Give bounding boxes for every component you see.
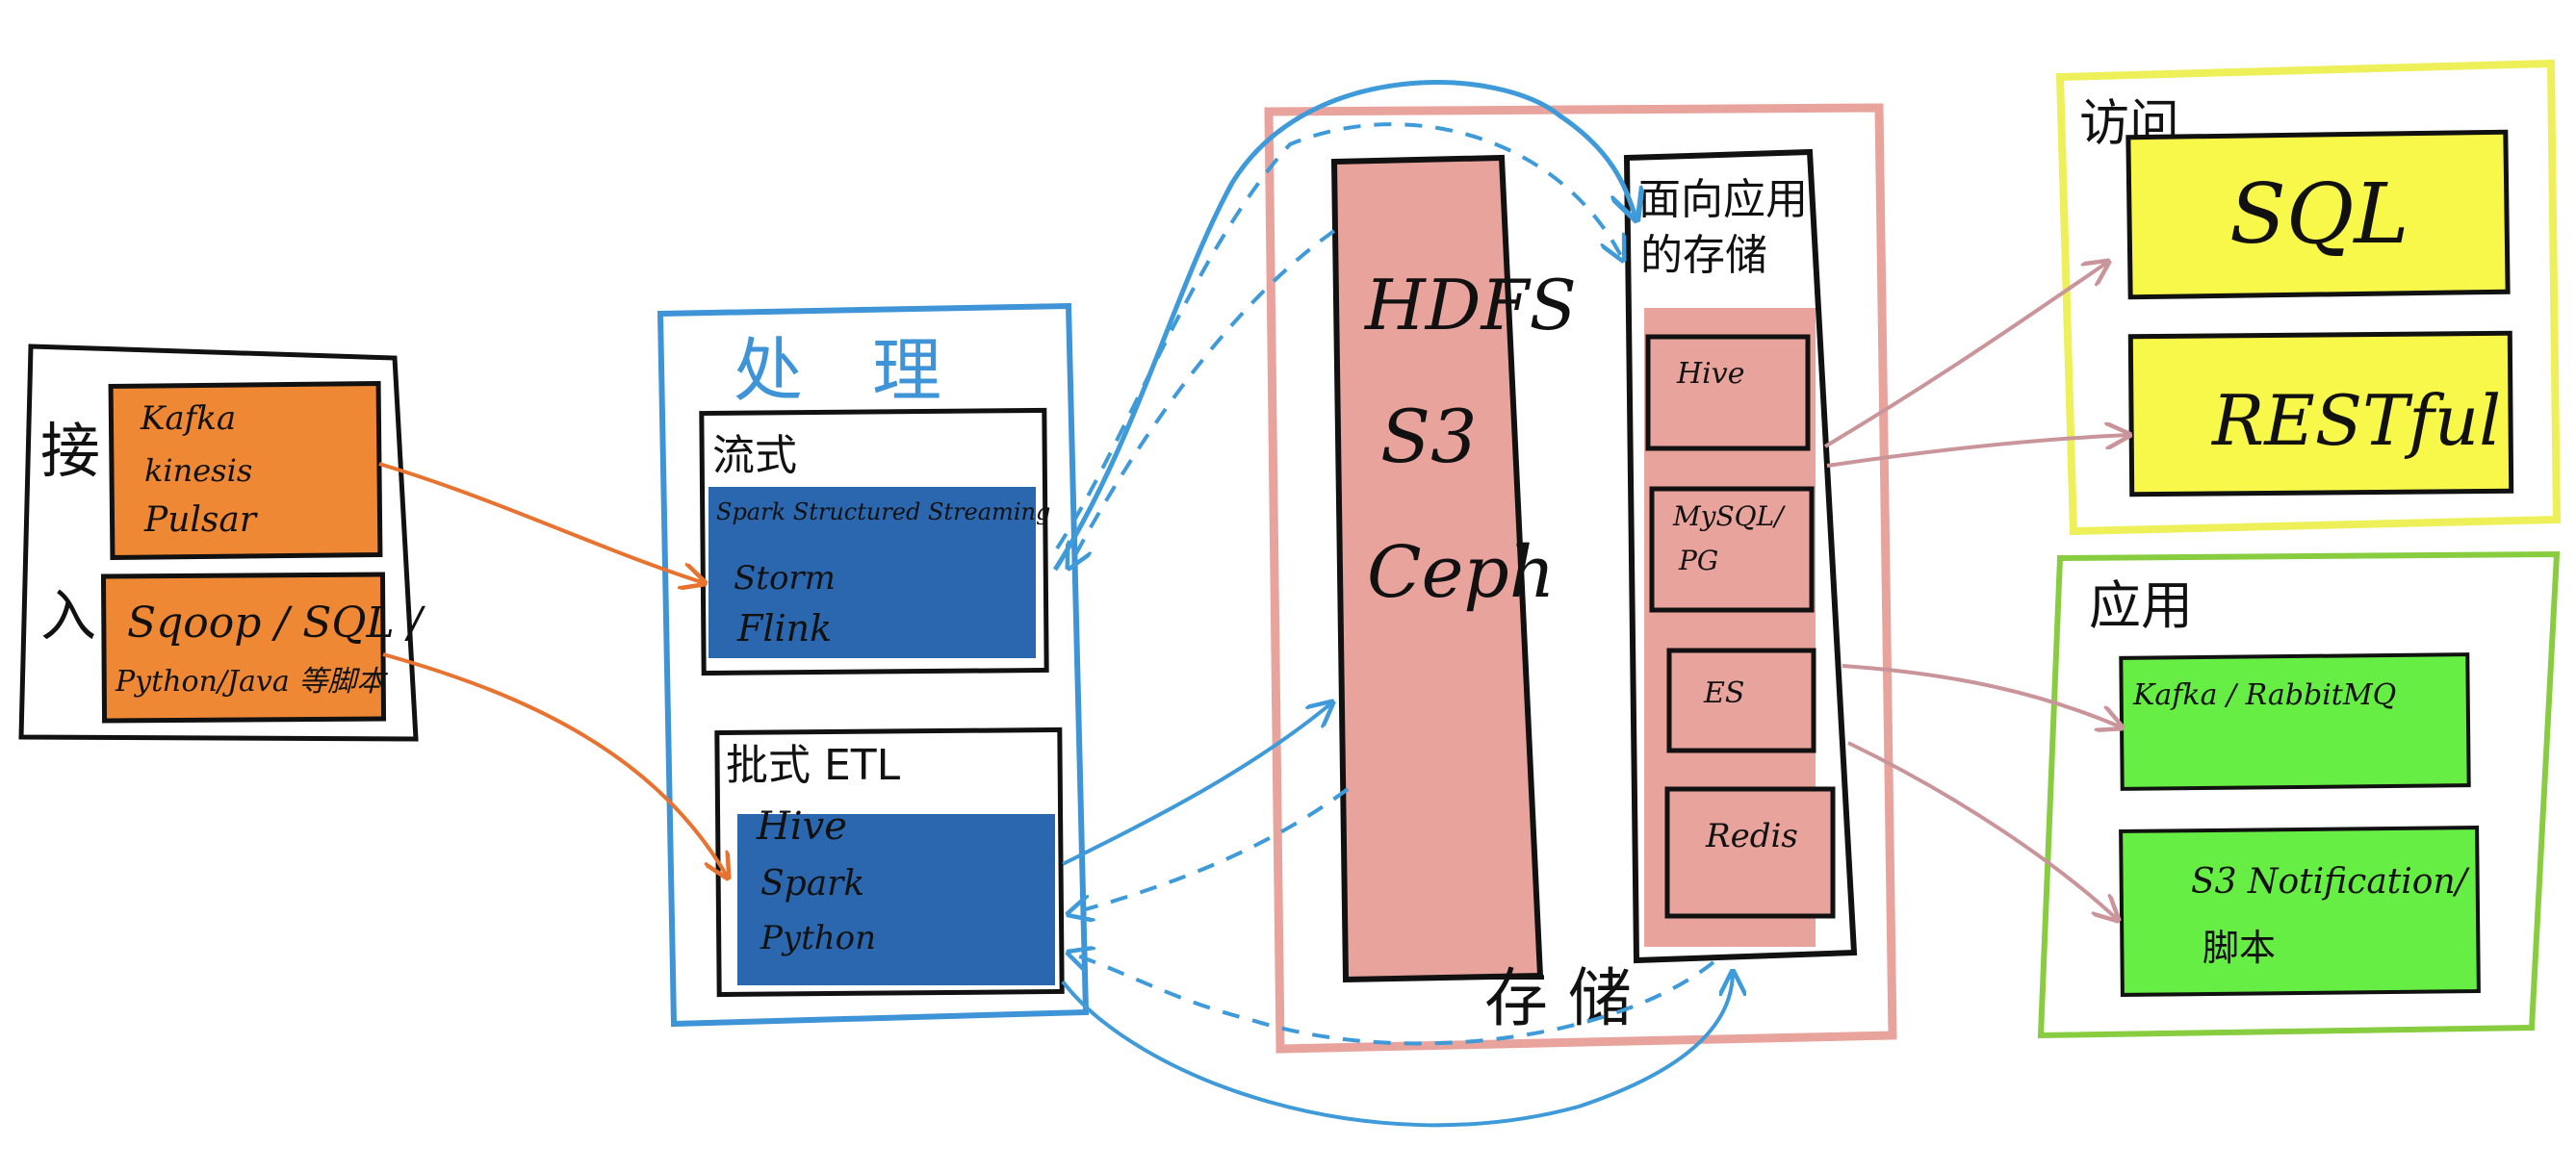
arrow-lake-to-batch-dashed bbox=[1069, 787, 1350, 914]
process-stream-item-spark: Spark Structured Streaming bbox=[716, 498, 1050, 525]
access-restful: RESTful bbox=[2210, 380, 2501, 461]
arrow-es-to-mq bbox=[1842, 664, 2122, 727]
arrow-app-storage-to-batch-dashed bbox=[1069, 953, 1715, 1046]
arrow-es-to-notification bbox=[1847, 741, 2118, 920]
ingest-stream-kinesis: kinesis bbox=[144, 452, 252, 489]
access-outer-box bbox=[2055, 59, 2562, 536]
storage-app-redis-box bbox=[1664, 786, 1836, 919]
application-section: 应用 Kafka / RabbitMQ S3 Notification/ 脚本 bbox=[2037, 550, 2561, 1039]
application-notify: S3 Notification/ bbox=[2191, 862, 2471, 902]
storage-lake-ceph: Ceph bbox=[1367, 531, 1555, 614]
storage-app-es: ES bbox=[1703, 676, 1744, 710]
process-stream-label: 流式 bbox=[712, 431, 797, 480]
storage-section: HDFS S3 Ceph 面向应用 的存储 Hive MySQL/ PG ES … bbox=[1264, 103, 1897, 1054]
arrow-batch-to-app-storage bbox=[1061, 972, 1733, 1128]
arrow-streams-to-stream-processing bbox=[378, 462, 705, 583]
access-sql: SQL bbox=[2229, 166, 2409, 263]
storage-app-es-box bbox=[1666, 648, 1816, 753]
arrow-stream-to-app-storage-dashed bbox=[1055, 122, 1623, 550]
access-restful-box bbox=[2127, 330, 2514, 497]
ingest-stream-pulsar: Pulsar bbox=[143, 500, 258, 540]
storage-lake-s3: S3 bbox=[1380, 394, 1477, 479]
storage-lake-hdfs: HDFS bbox=[1363, 265, 1577, 345]
arrow-batch-to-lake bbox=[1062, 702, 1332, 866]
application-outer-box bbox=[2037, 550, 2561, 1039]
storage-app-redis: Redis bbox=[1705, 817, 1798, 855]
storage-app-mysql: MySQL/ bbox=[1672, 500, 1786, 532]
application-mq: Kafka / RabbitMQ bbox=[2132, 678, 2396, 712]
process-batch-item-spark: Spark bbox=[760, 864, 864, 904]
arrow-hive-to-sql bbox=[1823, 262, 2108, 448]
storage-lake-box bbox=[1330, 154, 1544, 983]
process-stream-fill bbox=[708, 487, 1036, 658]
storage-app-title-line2: 的存储 bbox=[1640, 231, 1767, 280]
ingest-batch-line2: Python/Java 等脚本 bbox=[115, 665, 388, 699]
ingest-streams-box bbox=[108, 381, 383, 560]
arrow-lake-to-stream-dashed bbox=[1069, 229, 1336, 568]
storage-app-hive: Hive bbox=[1676, 357, 1744, 391]
ingest-batch-line1: Sqoop / SQL / bbox=[127, 599, 426, 648]
ingest-outer-box bbox=[18, 344, 419, 742]
process-batch-fill bbox=[737, 814, 1055, 985]
storage-title: 存 储 bbox=[1484, 961, 1632, 1035]
process-stream-item-storm: Storm bbox=[734, 559, 836, 598]
process-batch-item-hive: Hive bbox=[756, 804, 847, 849]
storage-app-mysql-box bbox=[1649, 486, 1815, 613]
ingest-batch-box bbox=[100, 572, 387, 724]
access-sql-box bbox=[2125, 129, 2511, 300]
ingest-label-bottom: 入 bbox=[40, 583, 96, 649]
process-batch-item-python: Python bbox=[760, 919, 876, 957]
ingest-section: 接 入 Kafka kinesis Pulsar Sqoop / SQL / P… bbox=[18, 344, 426, 742]
process-title: 处 理 bbox=[734, 330, 941, 411]
process-batch-label: 批式 ETL bbox=[726, 741, 901, 790]
application-notify-box bbox=[2119, 826, 2481, 997]
storage-app-pg: PG bbox=[1678, 545, 1718, 576]
storage-app-title-line1: 面向应用 bbox=[1638, 175, 1808, 224]
application-title: 应用 bbox=[2089, 575, 2193, 636]
storage-app-hive-box bbox=[1645, 334, 1811, 451]
ingest-stream-kafka: Kafka bbox=[140, 399, 236, 438]
arrows bbox=[378, 80, 2129, 1128]
process-stream-item-flink: Flink bbox=[736, 607, 832, 650]
application-mq-box bbox=[2119, 652, 2471, 791]
arrow-hive-to-restful bbox=[1826, 435, 2129, 468]
process-section: 处 理 流式 Spark Structured Streaming Storm … bbox=[657, 302, 1090, 1028]
application-script: 脚本 bbox=[2202, 927, 2276, 969]
storage-outer-box bbox=[1264, 103, 1897, 1054]
arrow-batch-ingest-to-batch-etl bbox=[382, 652, 728, 878]
access-section: 访问 SQL RESTful bbox=[2055, 59, 2562, 536]
process-outer-box bbox=[657, 302, 1090, 1028]
ingest-label-top: 接 bbox=[40, 416, 100, 486]
arrow-stream-to-app-storage bbox=[1052, 80, 1636, 572]
